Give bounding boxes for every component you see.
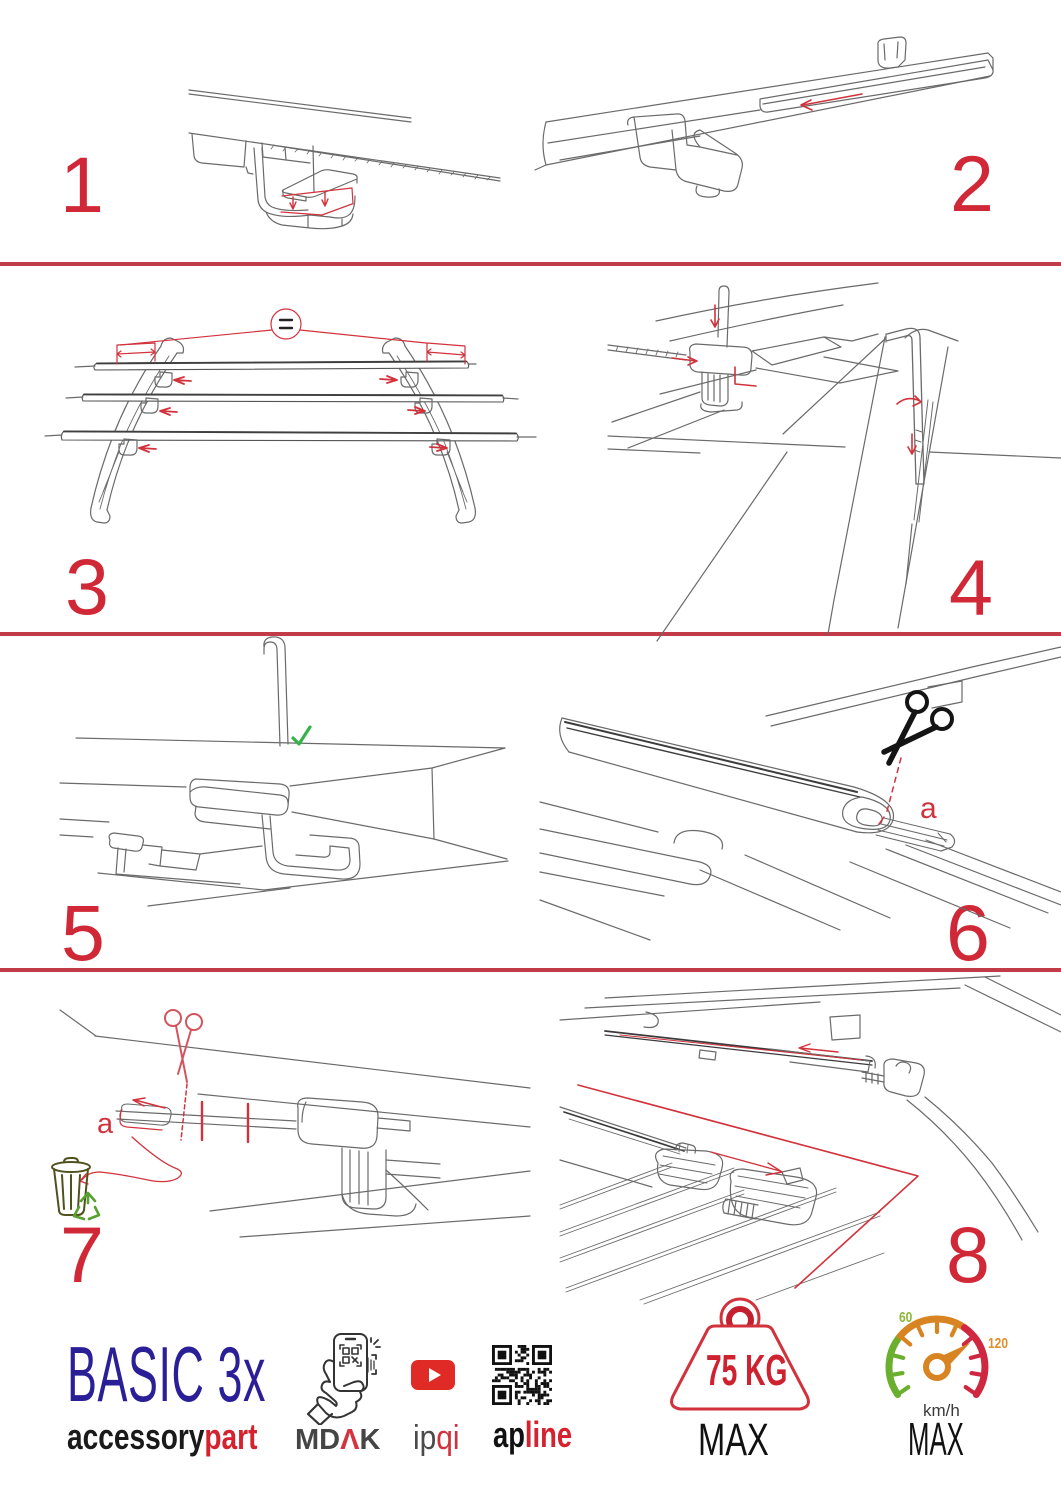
svg-text:a: a	[97, 1108, 114, 1140]
svg-text:a: a	[920, 792, 937, 825]
